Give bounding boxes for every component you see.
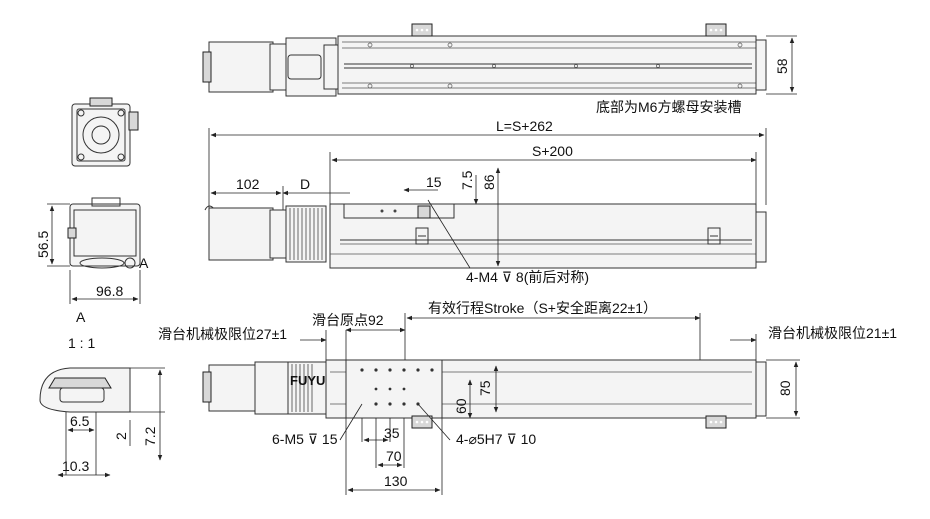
- dim-130: 130: [384, 473, 408, 489]
- dim-86: 86: [481, 174, 497, 190]
- dim-102: 102: [236, 176, 260, 192]
- dim-70: 70: [386, 448, 402, 464]
- stroke-note: 有效行程Stroke（S+安全距离22±1）: [428, 300, 657, 316]
- dim-d: D: [300, 176, 310, 192]
- front-view: L=S+262 S+200 102 D: [204, 118, 767, 285]
- top-view: 58 底部为M6方螺母安装槽: [202, 23, 797, 115]
- origin-92: 滑台原点92: [312, 312, 384, 328]
- dim-60: 60: [453, 398, 469, 414]
- dim-7-5: 7.5: [459, 170, 475, 190]
- dim-15: 15: [426, 174, 442, 190]
- dim-75: 75: [477, 380, 493, 396]
- scale-1-1: 1 : 1: [68, 335, 95, 351]
- dim-96-8: 96.8: [96, 283, 123, 299]
- dim-56-5: 56.5: [35, 231, 51, 258]
- note-pin: 4-⌀5H7 ⊽ 10: [456, 431, 536, 447]
- detail-a: 1 : 1 7.2 2 6.5 10.3: [39, 335, 165, 478]
- end-view: [71, 97, 139, 167]
- dim-35: 35: [384, 425, 400, 441]
- bottom-slot-note: 底部为M6方螺母安装槽: [596, 99, 741, 115]
- dim-10-3: 10.3: [62, 458, 89, 474]
- dim-2: 2: [113, 432, 129, 440]
- side-end-view: 56.5 A 96.8 A: [35, 197, 149, 325]
- dim-7-2: 7.2: [142, 426, 158, 446]
- dim-80: 80: [777, 380, 793, 396]
- note-m4: 4-M4 ⊽ 8(前后对称): [466, 269, 589, 285]
- brand-label: FUYU: [290, 373, 325, 388]
- dim-l: L=S+262: [496, 118, 553, 134]
- mark-a-side: A: [139, 255, 149, 271]
- dim-6-5: 6.5: [70, 413, 90, 429]
- dim-58: 58: [774, 58, 790, 74]
- note-m5: 6-M5 ⊽ 15: [272, 431, 338, 447]
- limit-right: 滑台机械极限位21±1: [768, 325, 897, 341]
- dim-s200: S+200: [532, 143, 573, 159]
- limit-left: 滑台机械极限位27±1: [158, 326, 287, 342]
- plan-view: 滑台机械极限位27±1 滑台原点92 有效行程Stroke（S+安全距离22±1…: [158, 300, 897, 495]
- mark-a-view: A: [76, 309, 86, 325]
